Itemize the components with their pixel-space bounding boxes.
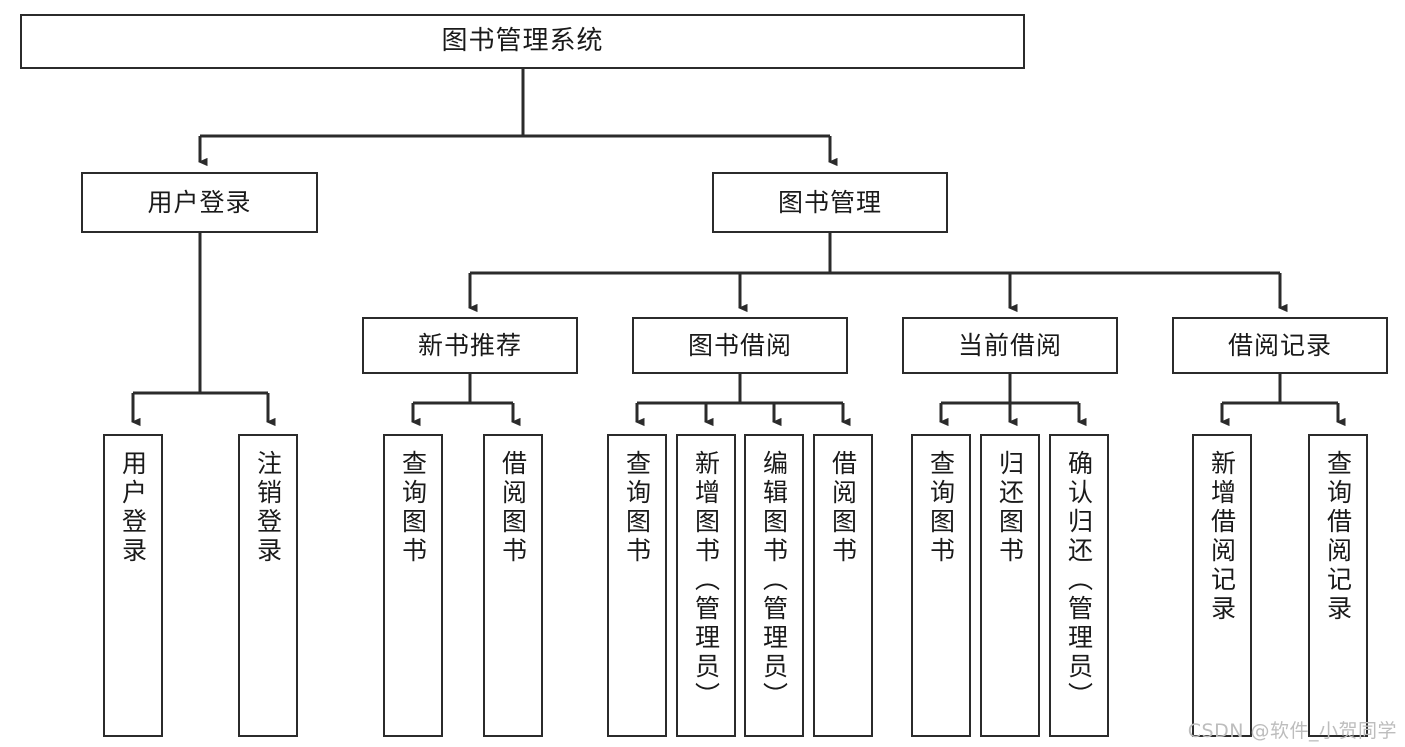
node-leaf-query-borrow-record[interactable]: 查询借阅记录 [1308,434,1368,737]
node-new-book-recommend[interactable]: 新书推荐 [362,317,578,374]
node-leaf-query-book-current[interactable]: 查询图书 [911,434,971,737]
node-label: 用户登录 [147,187,252,217]
node-label: 查询图书 [398,450,428,566]
node-leaf-borrow-book[interactable]: 借阅图书 [813,434,873,737]
node-label: 图书借阅 [687,330,792,360]
node-leaf-user-login[interactable]: 用户登录 [103,434,163,737]
node-root-book-management-system[interactable]: 图书管理系统 [20,14,1025,69]
node-book-management[interactable]: 图书管理 [712,172,948,233]
node-label: 用户登录 [118,450,148,566]
node-leaf-return-book[interactable]: 归还图书 [980,434,1040,737]
node-leaf-add-borrow-record[interactable]: 新增借阅记录 [1192,434,1252,737]
node-label: 图书管理系统 [441,26,604,57]
node-label: 查询借阅记录 [1323,450,1353,624]
node-user-login[interactable]: 用户登录 [81,172,318,233]
node-book-borrow[interactable]: 图书借阅 [632,317,848,374]
node-leaf-add-book-admin[interactable]: 新增图书（管理员） [676,434,736,737]
node-label: 新增借阅记录 [1207,450,1237,624]
node-current-borrow[interactable]: 当前借阅 [902,317,1118,374]
node-label: 借阅图书 [498,450,528,566]
node-label: 注销登录 [253,450,283,566]
node-leaf-edit-book-admin[interactable]: 编辑图书（管理员） [744,434,804,737]
node-label: 查询图书 [926,450,956,566]
node-label: 借阅记录 [1227,330,1332,360]
csdn-watermark: CSDN @软件_小贺同学 [1187,720,1397,742]
node-label: 归还图书 [995,450,1025,566]
node-label: 当前借阅 [957,330,1062,360]
node-label: 借阅图书 [828,450,858,566]
node-borrow-record[interactable]: 借阅记录 [1172,317,1388,374]
node-leaf-query-book-recommend[interactable]: 查询图书 [383,434,443,737]
node-label: 新增图书（管理员） [691,450,721,711]
node-leaf-query-book-borrow[interactable]: 查询图书 [607,434,667,737]
node-leaf-logout[interactable]: 注销登录 [238,434,298,737]
node-label: 编辑图书（管理员） [759,450,789,711]
node-label: 新书推荐 [417,330,522,360]
node-leaf-borrow-book-recommend[interactable]: 借阅图书 [483,434,543,737]
node-label: 确认归还（管理员） [1064,450,1094,711]
node-label: 查询图书 [622,450,652,566]
node-leaf-confirm-return-admin[interactable]: 确认归还（管理员） [1049,434,1109,737]
node-label: 图书管理 [777,187,882,217]
